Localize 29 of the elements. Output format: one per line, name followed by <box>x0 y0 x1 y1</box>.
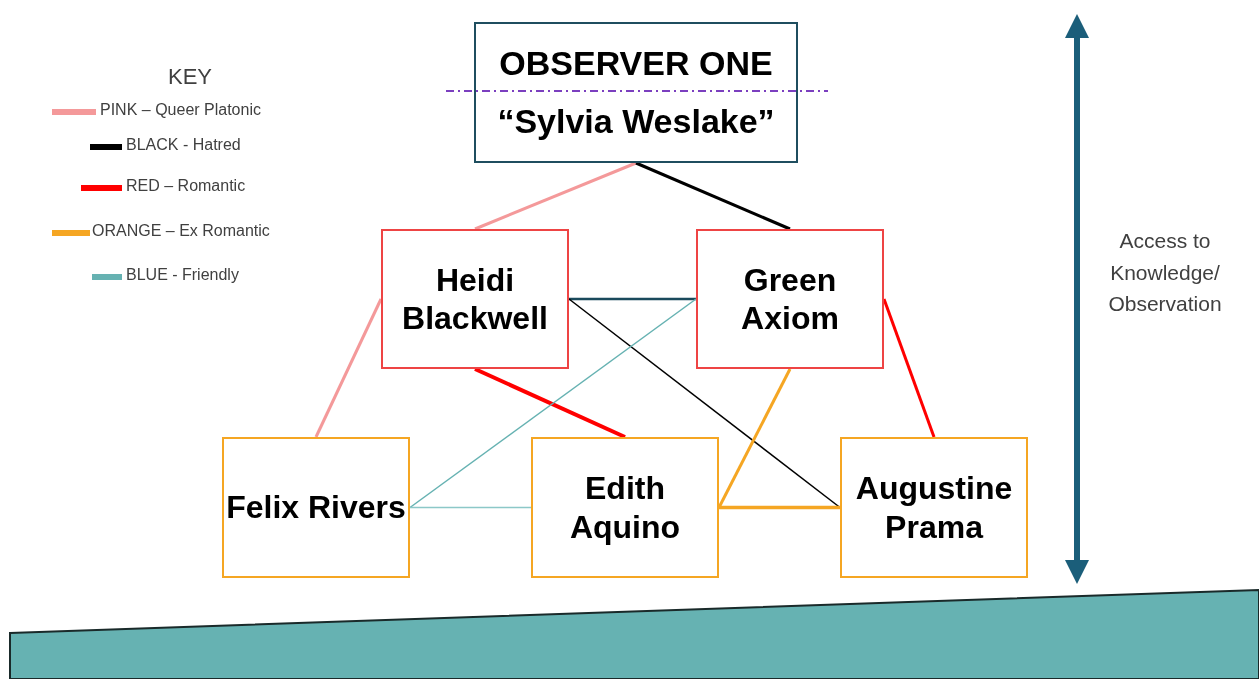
relationship-line <box>314 298 383 438</box>
character-box <box>222 437 410 578</box>
legend-text: RED – Romantic <box>126 177 246 195</box>
relationship-line <box>409 298 697 509</box>
character-box <box>531 437 719 578</box>
observer-box <box>474 22 798 163</box>
observer-name: “Sylvia Weslake” <box>497 101 775 143</box>
relationship-line <box>474 367 626 439</box>
relationship-line <box>719 505 840 510</box>
character-name: Green Axiom <box>740 260 840 338</box>
character-name: Augustine Prama <box>854 469 1014 546</box>
character-box <box>840 437 1028 578</box>
character-name: Heidi Blackwell <box>401 260 549 338</box>
legend-text: BLACK - Hatred <box>126 136 241 154</box>
relationship-line <box>568 298 841 509</box>
legend-text: PINK – Queer Platonic <box>100 101 261 119</box>
legend-text: BLUE - Friendly <box>126 266 239 284</box>
relationship-line <box>474 161 637 231</box>
observer-heading: OBSERVER ONE <box>499 42 773 84</box>
character-name: Felix Rivers <box>226 488 406 527</box>
legend-title: KEY <box>167 63 213 91</box>
character-name: Edith Aquino <box>568 469 682 546</box>
relationship-line <box>635 161 791 231</box>
legend-text: ORANGE – Ex Romantic <box>92 222 270 240</box>
relationship-line <box>569 297 696 301</box>
relationship-line <box>409 506 532 509</box>
axis-label: Access to Knowledge/ Observation <box>1107 228 1223 317</box>
character-box <box>381 229 569 369</box>
character-box <box>696 229 884 369</box>
